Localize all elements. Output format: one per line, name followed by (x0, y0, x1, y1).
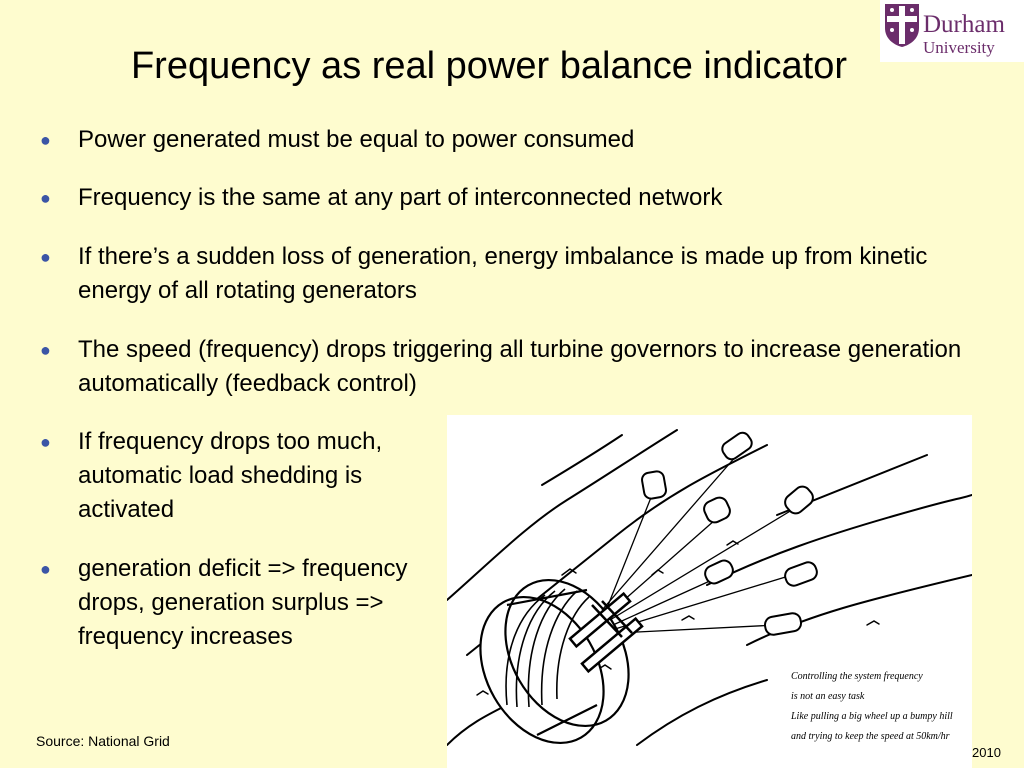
bullet-item: ● If frequency drops too much, automatic … (40, 425, 448, 527)
bullet-dot-icon: ● (40, 559, 51, 579)
bullet-item: ● The speed (frequency) drops triggering … (40, 333, 978, 401)
logo-word-university: University (923, 38, 995, 57)
bullet-dot-icon: ● (40, 188, 51, 208)
bullet-text: The speed (frequency) drops triggering a… (78, 336, 962, 397)
bullet-dot-icon: ● (40, 247, 51, 267)
bullet-dot-icon: ● (40, 340, 51, 360)
bullet-item: ● generation deficit => frequency drops, … (40, 552, 448, 654)
bullet-item: ● Power generated must be equal to power … (40, 123, 978, 157)
illustration-caption: Controlling the system frequency is not … (791, 667, 972, 747)
bullet-dot-icon: ● (40, 432, 51, 452)
wheel-pulled-by-cars-drawing (447, 429, 972, 746)
bullet-text: Power generated must be equal to power c… (78, 126, 635, 153)
slide-title: Frequency as real power balance indicato… (130, 45, 848, 87)
bullet-item: ● If there’s a sudden loss of generation,… (40, 240, 978, 308)
bullet-text: generation deficit => frequency drops, g… (78, 555, 408, 650)
bullet-item: ● Frequency is the same at any part of in… (40, 181, 978, 215)
caption-line: Controlling the system frequency (791, 671, 923, 682)
source-note: Source: National Grid (36, 733, 170, 749)
footer-year: 2010 (972, 745, 1001, 760)
bullet-text: Frequency is the same at any part of int… (78, 184, 723, 211)
caption-line: and trying to keep the speed at 50km/hr (791, 731, 950, 742)
bullet-dot-icon: ● (40, 130, 51, 150)
bullet-text: If there’s a sudden loss of generation, … (78, 243, 928, 304)
caption-line: is not an easy task (791, 691, 865, 702)
logo-word-durham: Durham (923, 11, 1005, 38)
crest-icon (885, 4, 919, 47)
durham-university-logo: Durham University (880, 0, 1024, 62)
cartoon-illustration: Controlling the system frequency is not … (447, 415, 972, 768)
bullet-text: If frequency drops too much, automatic l… (78, 428, 383, 523)
caption-line: Like pulling a big wheel up a bumpy hill (791, 711, 953, 722)
